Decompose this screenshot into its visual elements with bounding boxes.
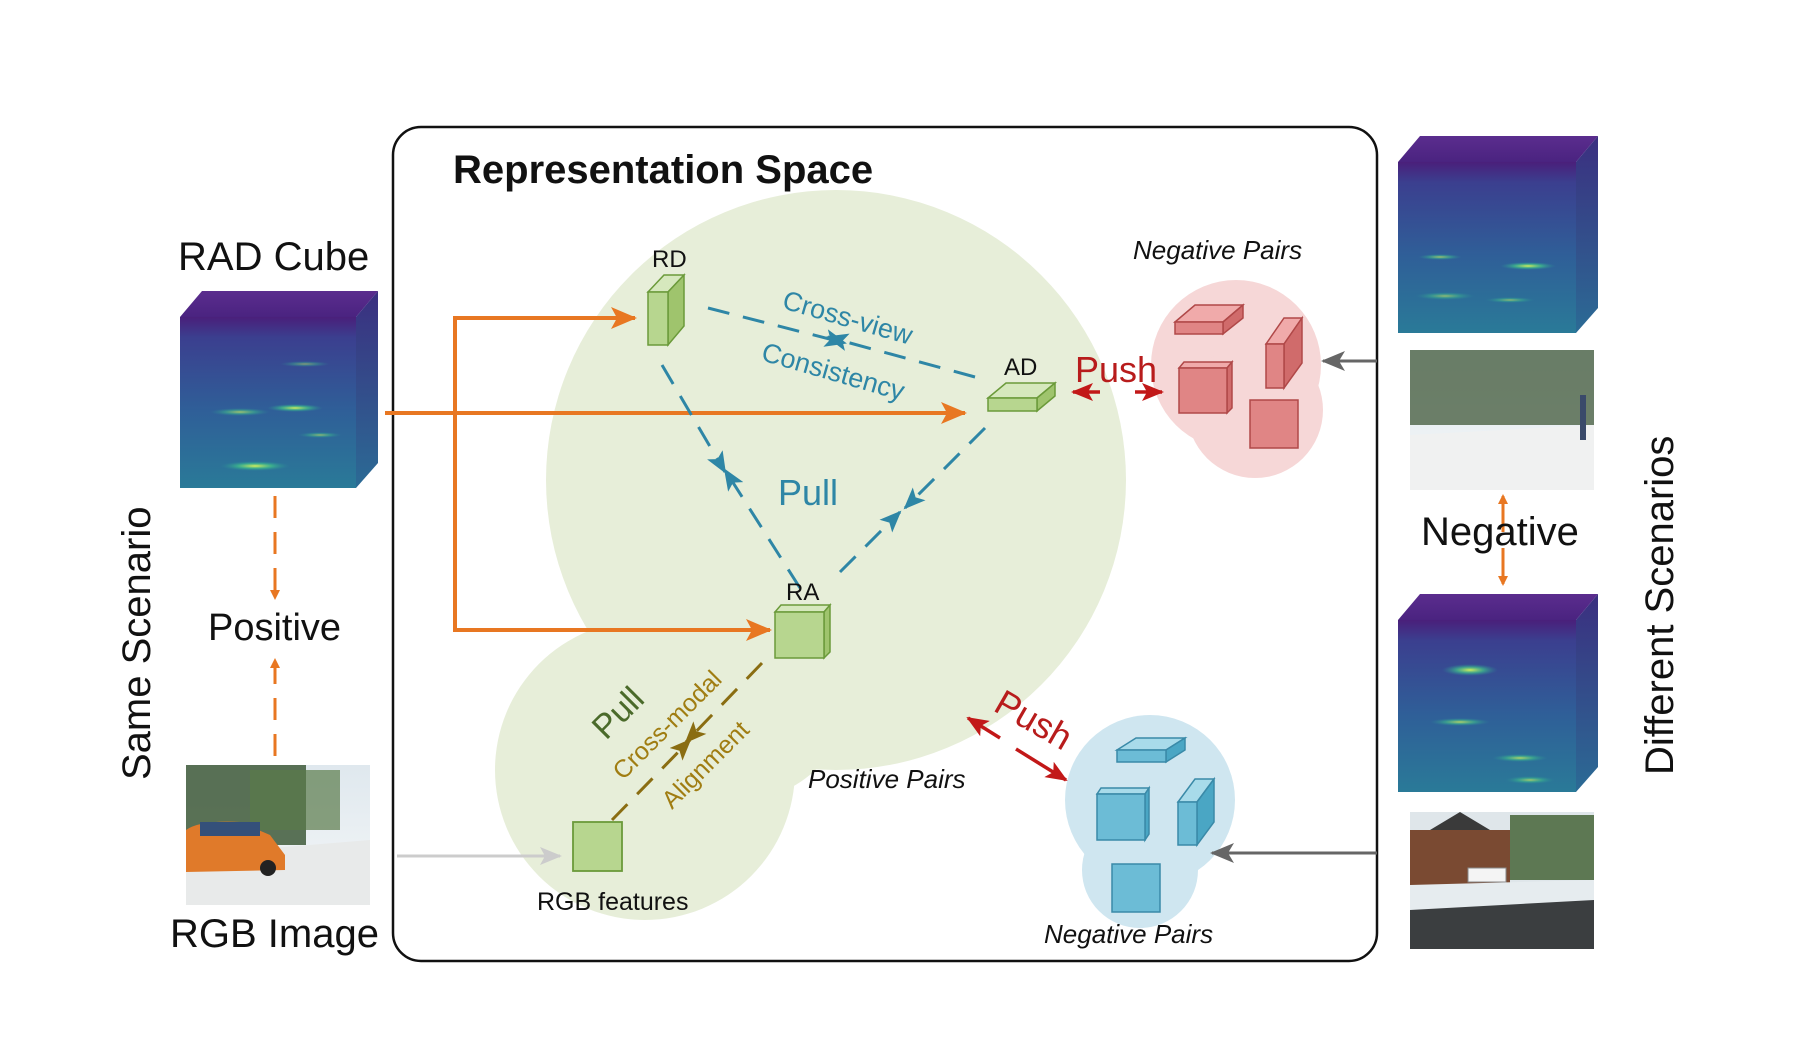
red-box-cube	[1177, 359, 1234, 415]
same-scenario-label: Same Scenario	[115, 507, 159, 780]
rgb-image-label: RGB Image	[170, 912, 379, 956]
red-slab-cube	[1264, 315, 1304, 391]
pull-view-label: Pull	[778, 472, 838, 513]
ad-label: AD	[1004, 354, 1037, 381]
positive-pairs-label: Positive Pairs	[808, 764, 966, 794]
red-negative-cubes	[1172, 303, 1304, 449]
representation-space-title: Representation Space	[453, 148, 873, 192]
blue-flat-cube	[1114, 736, 1188, 764]
cross-modal-lines	[610, 661, 764, 822]
red-flat-cube	[1172, 303, 1246, 336]
negative-pairs-top-label: Negative Pairs	[1133, 235, 1302, 265]
negative-pairs-bottom-label: Negative Pairs	[1044, 919, 1213, 949]
rad-feed-arrows	[385, 307, 967, 641]
rgb-image-right-bottom	[1410, 812, 1594, 949]
rad-cube-label: RAD Cube	[178, 235, 369, 279]
blue-slab-cube	[1176, 776, 1216, 848]
rd-label: RD	[652, 246, 687, 273]
negative-label: Negative	[1421, 510, 1579, 554]
blue-negative-cubes	[1095, 736, 1216, 913]
rad-cube-right-bottom	[1398, 594, 1598, 792]
push-top-label: Push	[1075, 349, 1157, 390]
rgb-features-label: RGB features	[537, 888, 688, 916]
blue-box-cube	[1095, 785, 1151, 843]
rgb-image-left	[186, 765, 370, 905]
rgb-features-cube	[572, 821, 623, 872]
rad-cube-left	[180, 291, 378, 488]
push-bottom-arrows	[966, 716, 1068, 782]
arrow-to-ra	[453, 413, 772, 641]
cross-view-lines	[660, 306, 987, 589]
positive-label: Positive	[208, 607, 341, 649]
positive-cluster-blob	[495, 190, 1126, 920]
blue-square-cube	[1111, 863, 1161, 913]
rd-feature-cube	[646, 273, 686, 348]
different-scenarios-label: Different Scenarios	[1638, 436, 1682, 775]
ra-label: RA	[786, 579, 819, 606]
arrow-to-rd	[453, 307, 637, 413]
ra-feature-cube	[773, 602, 832, 660]
rgb-image-right-top	[1410, 350, 1594, 490]
red-square-cube	[1249, 399, 1299, 449]
ad-feature-cube	[985, 381, 1058, 413]
rad-cube-right-top	[1398, 136, 1598, 333]
